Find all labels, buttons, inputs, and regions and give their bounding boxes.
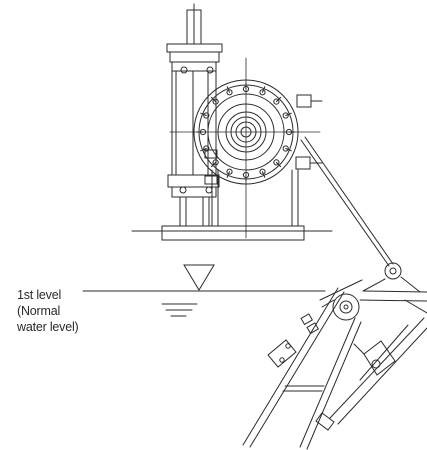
water-level [82, 264, 326, 317]
water-level-label-line3: water level) [17, 320, 79, 334]
link-rod [300, 136, 394, 267]
casing-bolt [226, 168, 233, 175]
casing-bolt-shank [210, 96, 217, 103]
casing-bolt-shank [275, 96, 282, 103]
casing-bolt-shank [262, 171, 266, 178]
water-level-label-line1: 1st level [17, 288, 62, 302]
casing-bolt-shank [275, 161, 282, 168]
casing-bolt-shank [210, 161, 217, 168]
discharge-pipe [166, 3, 223, 227]
casing-bolt [259, 89, 266, 96]
casing-bolt [273, 98, 280, 105]
casing-bolt [203, 145, 210, 152]
casing-bolt-shank [226, 171, 230, 178]
casing-bolt [282, 112, 289, 119]
casing-bolt [203, 112, 210, 119]
pump-casing [193, 79, 323, 227]
base-plate [131, 225, 333, 241]
casing-bolt [273, 159, 280, 166]
casing-bolt-shank [200, 112, 207, 116]
water-level-label-line2: (Normal [17, 304, 61, 318]
casing-bolt [212, 98, 219, 105]
casing-bolt-shank [262, 86, 266, 93]
inverted-triangle-icon [183, 264, 215, 291]
casing-bolt [212, 159, 219, 166]
casing-bolt-shank [285, 148, 292, 152]
casing-bolt-shank [226, 86, 230, 93]
center-lines [169, 57, 321, 239]
casing-bolt [226, 89, 233, 96]
casing-bolt [282, 145, 289, 152]
casing-bolt-shank [285, 112, 292, 116]
swing-arm-assembly [242, 262, 427, 450]
casing-bolt [259, 168, 266, 175]
casing-bolt-shank [200, 148, 207, 152]
